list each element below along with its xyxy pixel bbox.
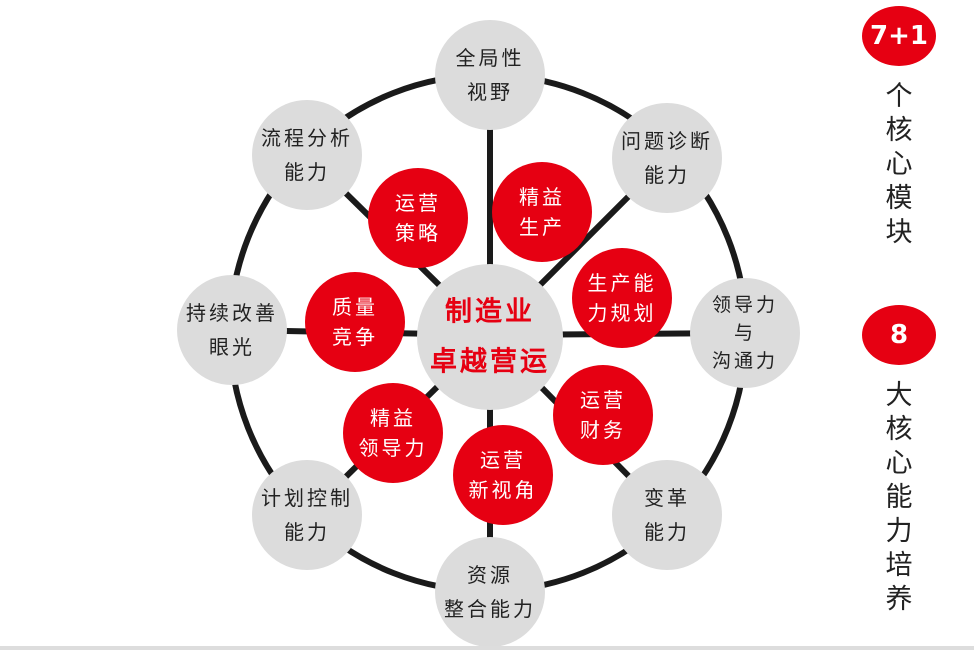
inner-node-6-label: 竞争	[332, 325, 378, 349]
outer-node-3-label: 变革	[644, 486, 690, 510]
inner-node-0-label: 策略	[395, 221, 441, 245]
inner-node-5-label: 领导力	[359, 436, 428, 460]
outer-node-7-label: 能力	[284, 160, 330, 184]
inner-node-1-label: 生产	[519, 215, 565, 239]
outer-node-3-label: 能力	[644, 520, 690, 544]
capabilities-count-badge: 8	[862, 305, 936, 365]
inner-node-2	[572, 248, 672, 348]
outer-node-6-label: 眼光	[209, 335, 255, 359]
outer-node-1	[612, 103, 722, 213]
outer-node-0-label: 全局性	[456, 46, 525, 70]
inner-node-5-label: 精益	[370, 406, 416, 430]
inner-node-6-label: 质量	[332, 295, 378, 319]
inner-node-5	[343, 383, 443, 483]
outer-node-6-label: 持续改善	[186, 301, 278, 325]
inner-node-1-label: 精益	[519, 185, 565, 209]
outer-node-0	[435, 20, 545, 130]
inner-node-6	[305, 272, 405, 372]
center-node-label: 制造业	[445, 297, 535, 328]
outer-node-7-label: 流程分析	[261, 126, 353, 150]
inner-node-3-label: 财务	[580, 418, 626, 442]
outer-node-1-label: 能力	[644, 163, 690, 187]
outer-node-6	[177, 275, 287, 385]
outer-node-5-label: 能力	[284, 520, 330, 544]
modules-label: 个核心模块	[885, 81, 913, 248]
bottom-divider	[0, 646, 974, 650]
outer-node-5-label: 计划控制	[261, 486, 353, 510]
outer-node-5	[252, 460, 362, 570]
outer-node-2-label: 沟通力	[712, 350, 778, 372]
center-node	[417, 264, 563, 410]
inner-node-2-label: 生产能	[588, 271, 657, 295]
inner-node-1	[492, 162, 592, 262]
outer-node-2	[690, 278, 800, 388]
outer-node-0-label: 视野	[467, 80, 513, 104]
outer-node-1-label: 问题诊断	[621, 129, 713, 153]
outer-node-7	[252, 100, 362, 210]
outer-node-4-label: 资源	[467, 563, 513, 587]
outer-node-4-label: 整合能力	[444, 597, 536, 621]
center-node-label: 卓越营运	[430, 347, 550, 378]
inner-node-3-label: 运营	[580, 388, 626, 412]
inner-node-0	[368, 168, 468, 268]
inner-node-4-label: 新视角	[469, 478, 538, 502]
inner-node-0-label: 运营	[395, 191, 441, 215]
outer-node-2-label: 与	[734, 322, 756, 344]
inner-node-2-label: 力规划	[588, 301, 657, 325]
modules-count-badge: 7+1	[862, 6, 936, 66]
outer-node-2-label: 领导力	[712, 294, 778, 316]
inner-node-4-label: 运营	[480, 448, 526, 472]
capabilities-label: 大核心能力培养	[885, 380, 913, 615]
outer-node-3	[612, 460, 722, 570]
capabilities-legend: 8 大核心能力培养	[862, 305, 936, 617]
outer-node-4	[435, 537, 545, 647]
inner-node-4	[453, 425, 553, 525]
inner-node-3	[553, 365, 653, 465]
modules-legend: 7+1 个核心模块	[862, 6, 936, 250]
